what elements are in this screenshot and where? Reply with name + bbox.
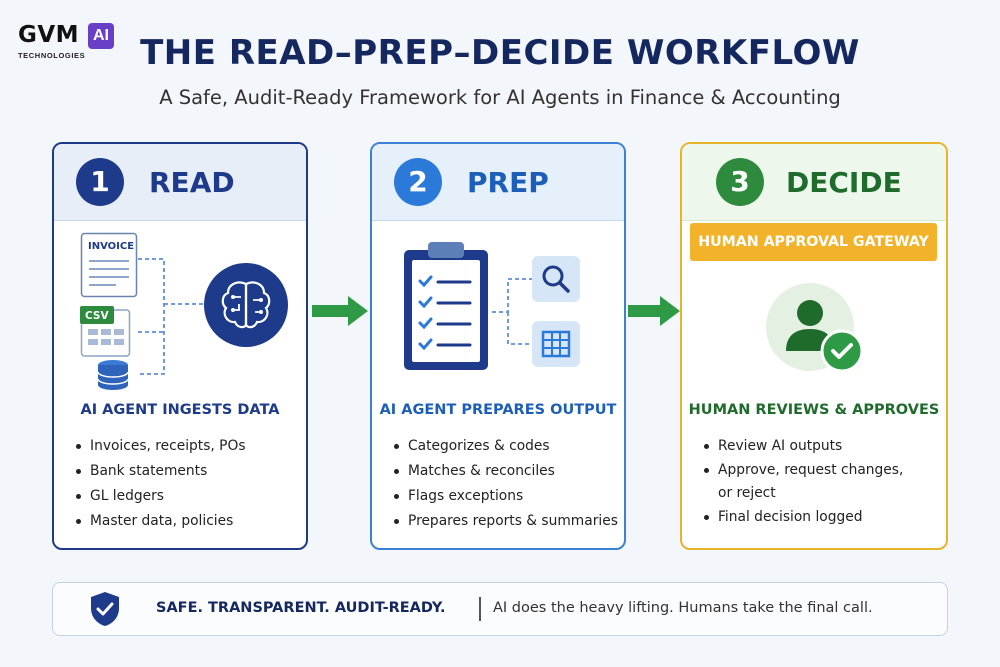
bullet-dot bbox=[704, 514, 709, 520]
footer-banner: SAFE. TRANSPARENT. AUDIT-READY. AI does … bbox=[52, 582, 948, 636]
step-header: 3 DECIDE bbox=[682, 144, 946, 221]
bullet-text: Review AI outputs bbox=[718, 438, 843, 454]
logo-tagline: TECHNOLOGIES bbox=[18, 51, 86, 60]
ai-brain-icon bbox=[204, 263, 288, 347]
list-item: Matches & reconciles bbox=[394, 459, 618, 484]
bullet-text: Approve, request changes, bbox=[718, 462, 904, 478]
step-header: 1 READ bbox=[54, 144, 306, 221]
step-number: 1 bbox=[76, 158, 124, 206]
csv-label: CSV bbox=[85, 310, 109, 322]
step-caption: HUMAN REVIEWS & APPROVES bbox=[688, 402, 940, 418]
bullet-dot bbox=[76, 443, 81, 449]
logo-text: GVM bbox=[18, 22, 80, 48]
bullet-dot bbox=[704, 443, 709, 449]
bullet-dot bbox=[76, 468, 81, 474]
bullet-text: or reject bbox=[718, 485, 776, 501]
bullet-text: Bank statements bbox=[90, 463, 208, 479]
list-item: Review AI outputs bbox=[704, 434, 903, 459]
list-item-continuation: or reject bbox=[704, 482, 903, 505]
bullet-dot bbox=[394, 493, 399, 499]
shield-check-icon bbox=[91, 592, 119, 626]
step-header: 2 PREP bbox=[372, 144, 624, 221]
step-number: 2 bbox=[394, 158, 442, 206]
step-card-read: 1 READ INVOICE CSV AI AGENT INGESTS DA bbox=[52, 142, 308, 550]
bullet-dot bbox=[394, 468, 399, 474]
list-item: Invoices, receipts, POs bbox=[76, 434, 246, 459]
list-item: Final decision logged bbox=[704, 505, 903, 530]
page-subtitle: A Safe, Audit-Ready Framework for AI Age… bbox=[159, 86, 841, 109]
bullet-text: GL ledgers bbox=[90, 488, 164, 504]
list-item: Flags exceptions bbox=[394, 484, 618, 509]
search-icon bbox=[532, 256, 580, 302]
step-bullet-list: Invoices, receipts, POs Bank statements … bbox=[76, 434, 246, 534]
list-item: Bank statements bbox=[76, 459, 246, 484]
table-icon bbox=[532, 321, 580, 367]
bullet-text: Matches & reconciles bbox=[408, 463, 555, 479]
arrow-right-icon bbox=[312, 296, 368, 326]
logo-badge: AI bbox=[88, 23, 114, 49]
step-title: DECIDE bbox=[786, 166, 902, 199]
data-connector-lines bbox=[138, 258, 208, 375]
footer-tagline: SAFE. TRANSPARENT. AUDIT-READY. bbox=[156, 600, 446, 616]
bullet-text: Categorizes & codes bbox=[408, 438, 550, 454]
human-approval-gateway-banner: HUMAN APPROVAL GATEWAY bbox=[690, 223, 937, 261]
bullet-text: Flags exceptions bbox=[408, 488, 524, 504]
list-item: Prepares reports & summaries bbox=[394, 509, 618, 534]
step-title: READ bbox=[149, 166, 235, 199]
invoice-document-icon: INVOICE bbox=[80, 232, 138, 298]
step-caption: AI AGENT PREPARES OUTPUT bbox=[379, 402, 617, 418]
step-bullet-list: Review AI outputs Approve, request chang… bbox=[704, 434, 903, 530]
step-title: PREP bbox=[467, 166, 549, 199]
step-card-decide: 3 DECIDE HUMAN APPROVAL GATEWAY HUMAN RE… bbox=[680, 142, 948, 550]
list-item: Approve, request changes, bbox=[704, 459, 903, 482]
step-number: 3 bbox=[716, 158, 764, 206]
invoice-label: INVOICE bbox=[88, 241, 134, 252]
footer-divider bbox=[479, 597, 481, 621]
step-card-prep: 2 PREP AI AGENT PREPARES OUTPUT Categori… bbox=[370, 142, 626, 550]
list-item: Categorizes & codes bbox=[394, 434, 618, 459]
list-item: Master data, policies bbox=[76, 509, 246, 534]
bullet-dot bbox=[704, 467, 709, 473]
bullet-dot bbox=[394, 443, 399, 449]
footer-text: AI does the heavy lifting. Humans take t… bbox=[493, 600, 873, 616]
page-title: THE READ–PREP–DECIDE WORKFLOW bbox=[140, 33, 860, 73]
database-icon bbox=[97, 360, 129, 390]
bullet-dot bbox=[76, 518, 81, 524]
step-caption: AI AGENT INGESTS DATA bbox=[80, 402, 280, 418]
bullet-text: Master data, policies bbox=[90, 513, 234, 529]
arrow-right-icon bbox=[628, 296, 680, 326]
checklist-clipboard-icon bbox=[404, 242, 488, 370]
company-logo: GVM AI TECHNOLOGIES bbox=[18, 22, 128, 62]
bullet-dot bbox=[394, 518, 399, 524]
bullet-dot bbox=[76, 493, 81, 499]
list-item: GL ledgers bbox=[76, 484, 246, 509]
user-approved-icon bbox=[766, 283, 864, 373]
bullet-text: Invoices, receipts, POs bbox=[90, 438, 246, 454]
output-connector-lines bbox=[492, 278, 534, 345]
step-bullet-list: Categorizes & codes Matches & reconciles… bbox=[394, 434, 618, 534]
bullet-text: Final decision logged bbox=[718, 509, 863, 525]
bullet-text: Prepares reports & summaries bbox=[408, 513, 618, 529]
csv-file-icon: CSV bbox=[80, 306, 131, 357]
